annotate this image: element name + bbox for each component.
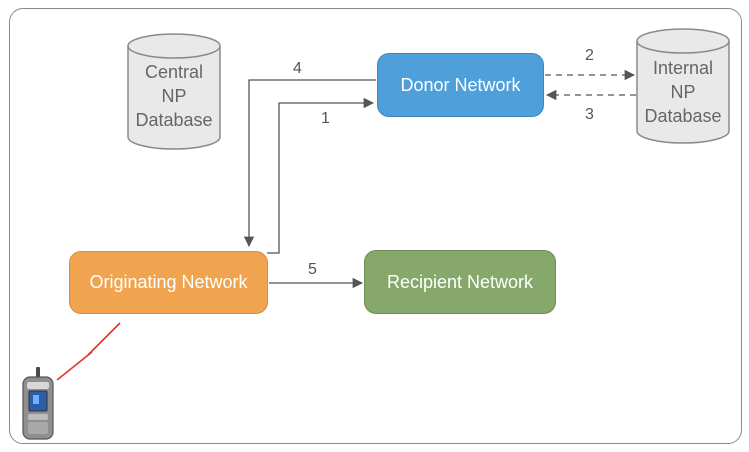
mobile-phone-icon	[22, 367, 54, 440]
internal-db-cylinder	[636, 28, 730, 144]
internal-db-label-line1: Internal	[652, 58, 714, 78]
central-db-label-line2: NP	[161, 86, 187, 106]
recipient-network-node[interactable]: Recipient Network	[364, 250, 556, 314]
originating-network-node[interactable]: Originating Network	[69, 251, 268, 314]
recipient-network-label: Recipient Network	[386, 271, 534, 292]
step-label-5: 5	[308, 261, 317, 278]
step-label-4: 4	[293, 60, 302, 77]
internal-np-database: Internal NP Database	[637, 56, 729, 128]
radio-signal	[56, 322, 121, 381]
internal-db-label-line3: Database	[644, 106, 722, 126]
donor-network-label: Donor Network	[400, 74, 521, 95]
arrow-4	[243, 79, 376, 248]
donor-network-node[interactable]: Donor Network	[377, 53, 544, 117]
step-label-2: 2	[585, 47, 594, 64]
central-db-cylinder	[127, 33, 221, 150]
internal-db-label-line2: NP	[670, 82, 696, 102]
originating-network-label: Originating Network	[89, 272, 248, 292]
step-label-3: 3	[585, 106, 594, 123]
central-db-label-line3: Database	[135, 110, 213, 130]
central-np-database: Central NP Database	[128, 60, 220, 132]
central-db-label-line1: Central	[144, 62, 204, 82]
arrow-1	[267, 97, 375, 254]
step-label-1: 1	[321, 110, 330, 127]
